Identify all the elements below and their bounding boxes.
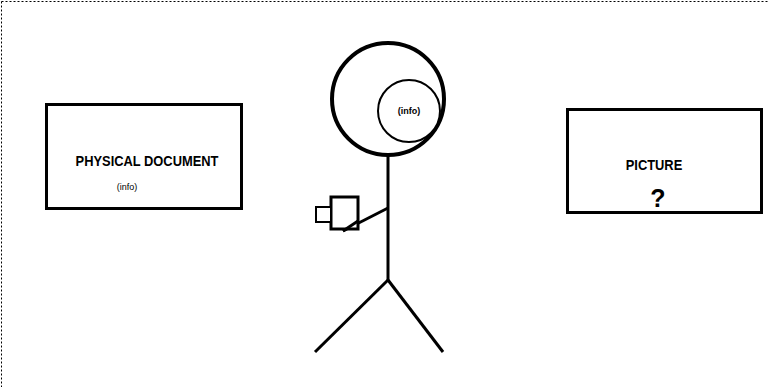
box-title: PHYSICAL DOCUMENT: [76, 154, 219, 168]
picture-box: PICTURE?: [566, 108, 763, 214]
dotted-border: [2, 1, 769, 2]
document-box: PHYSICAL DOCUMENT (info): [45, 103, 243, 210]
box-note: (info): [117, 183, 138, 192]
stick-figure-leg: [388, 280, 443, 352]
dotted-border: [1, 2, 2, 387]
stick-figure-leg: [315, 280, 388, 352]
circle-outline: [378, 80, 440, 142]
camera-lens: [316, 207, 331, 222]
question-mark: ?: [650, 186, 665, 211]
box-title: PICTURE: [626, 158, 683, 172]
stick-figure-head: [332, 43, 444, 155]
stick-figure-hand: [343, 221, 358, 231]
circle-note: (info): [398, 107, 421, 116]
thought-circle: (info): [377, 79, 441, 143]
stick-figure-body: [387, 156, 390, 280]
